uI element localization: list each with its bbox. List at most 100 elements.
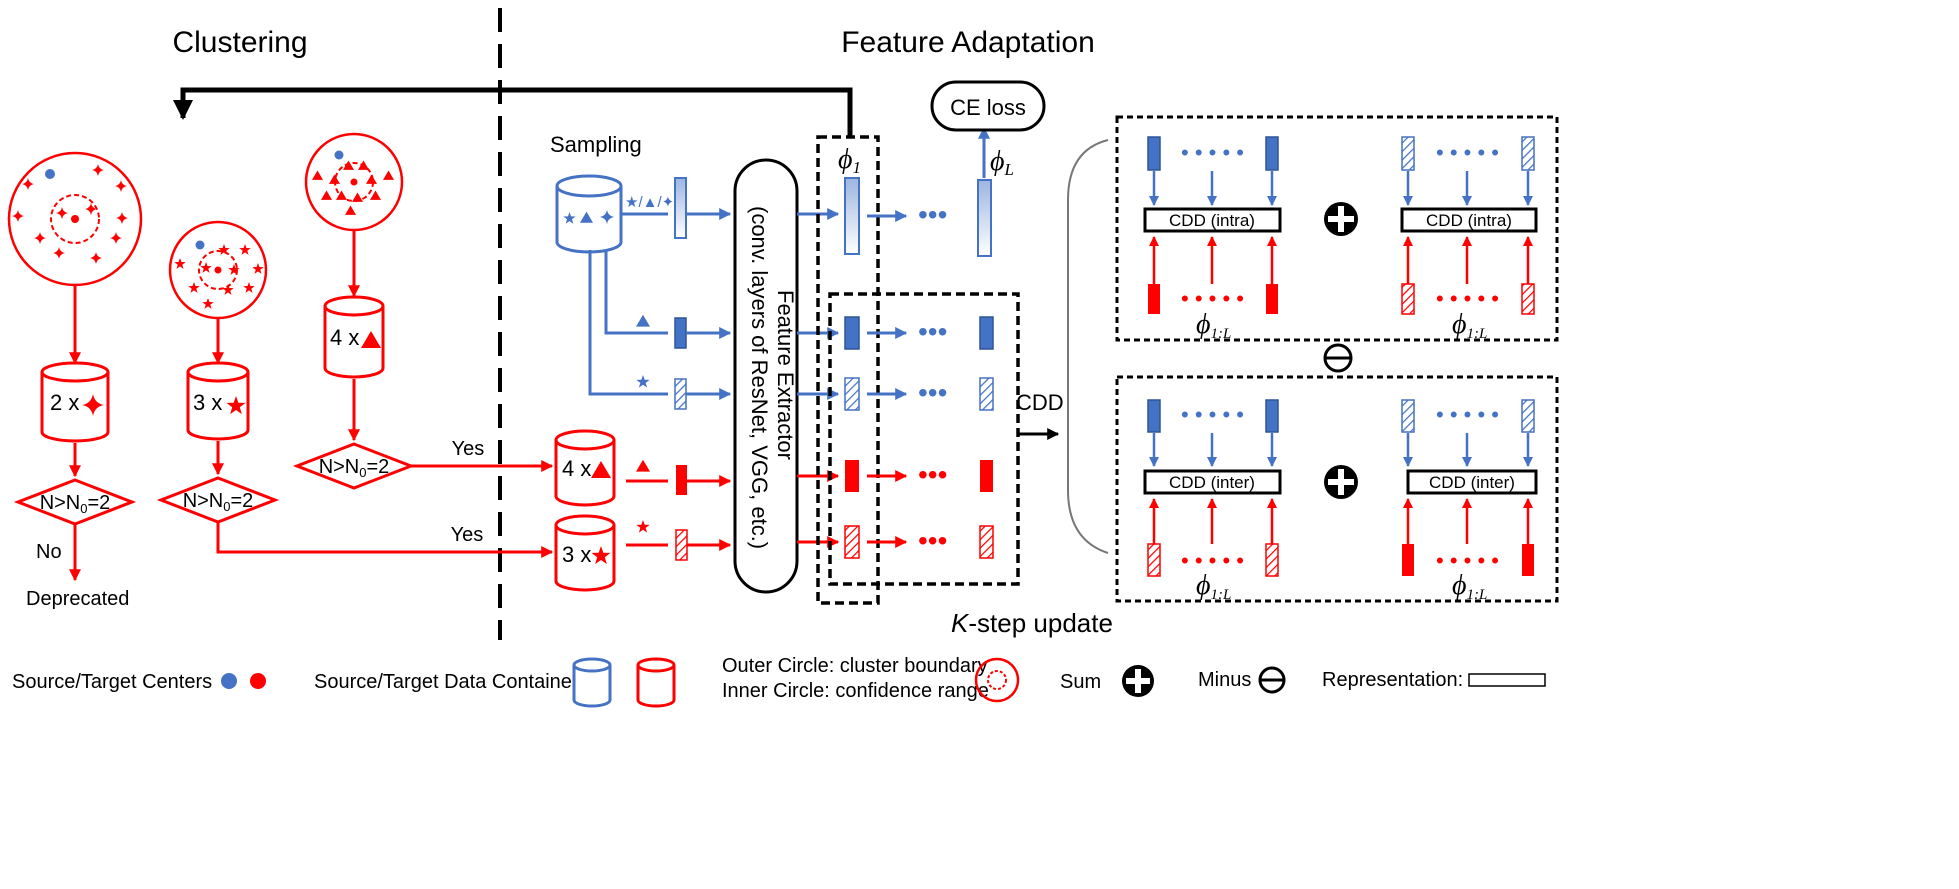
inter-right-block: • • • • • CDD (inter) • • • • • ϕ1:L [1401,399,1538,603]
mixed-shapes-label: ★/▲/✦ [625,194,674,211]
cluster-3-decision-label: N>N0=2 [319,456,390,480]
inter-left-block: • • • • • CDD (inter) • • • • • ϕ1:L [1143,399,1282,603]
cluster-1-container: 2 x [40,361,110,443]
cluster-3-decision [292,442,416,490]
selected-star-count: 3 x [562,542,591,567]
cluster-2-container: 3 x [186,361,250,441]
cluster-2: 3 x N>N0=2 Yes [156,220,554,558]
legend-sum-icon [1122,665,1154,697]
phi1-layer-box [816,135,880,605]
legend-inner-circle-label: Inner Circle: confidence range [722,680,989,702]
svg-text:• • • • •: • • • • • [1436,548,1499,573]
phi-range-label-4: ϕ1:L [1452,570,1487,603]
ce-loss-label: CE loss [950,95,1026,120]
source-center-dot [45,169,55,179]
target-container-star: 3 x [554,514,616,592]
feature-extractor-line2: (conv. layers of ResNet, VGG, etc.) [747,206,772,549]
cdd-inter-group [1115,375,1559,603]
cluster-2-decision-label: N>N0=2 [183,490,254,514]
feature-adaptation-heading: Feature Adaptation [841,26,1095,59]
legend-minus-label: Minus [1198,669,1251,691]
legend-representation-label: Representation: [1322,669,1463,691]
source-center-dot [195,240,205,250]
phi-range-label-3: ϕ1:L [1196,570,1231,603]
legend-source-center-dot [221,673,237,689]
source-triangle-feature [674,317,687,349]
source-mixed-feature [674,177,687,239]
phi1-target-star [844,525,860,559]
feedback-arrow [173,87,853,138]
source-center-dot [334,150,344,160]
phiL-target-triangle [980,460,993,492]
sparkle-points [12,164,128,264]
svg-text:•••: ••• [918,377,947,408]
legend-inner-circle [987,670,1007,690]
target-center-dot [71,215,79,223]
phiL-label: ϕL [990,146,1014,179]
legend-outer-circle-label: Outer Circle: cluster boundary [722,655,988,677]
legend-target-container [636,657,676,708]
target-center-dot [350,178,358,186]
layer-continuation: ••• ••• ••• ••• ••• [867,199,947,556]
inner-circle [50,194,100,244]
feature-extractor [733,158,799,594]
k-step-label: K-step update [951,608,1113,638]
svg-text:•••: ••• [918,199,947,230]
yes-label-1: Yes [452,438,485,460]
svg-text:• • • • •: • • • • • [1181,140,1244,165]
triangle-points [312,160,394,215]
clustering-heading: Clustering [172,26,307,59]
cluster-3: 4 x N>N0=2 Yes [292,132,554,490]
svg-text:•••: ••• [918,316,947,347]
cluster-3-container: 4 x [323,295,385,379]
phi1-mixed-feature [844,177,860,255]
brace [1067,139,1109,554]
source-data-container [555,174,623,254]
phiL-source-triangle [979,316,994,350]
phi-range-label-2: ϕ1:L [1452,309,1487,342]
target-center-dot [214,266,222,274]
cluster-1-decision-label: N>N0=2 [40,492,111,516]
phi1-target-triangle [845,460,859,492]
cdd-inter-right-label: CDD (inter) [1429,473,1515,492]
target-container-triangle: 4 x [554,429,616,507]
legend-minus-icon [1258,666,1286,694]
svg-text:•••: ••• [918,525,947,556]
svg-text:•••: ••• [918,459,947,490]
selected-triangle-count: 4 x [562,456,591,481]
cluster-1-count: 2 x [50,390,79,415]
phiL-source-star [979,377,994,411]
legend-sum-label: Sum [1060,671,1101,693]
legend-target-center-dot [250,673,266,689]
sampling-label: Sampling [550,132,642,157]
minus-icon [1323,343,1353,373]
svg-text:• • • • •: • • • • • [1181,286,1244,311]
phi1-source-star [844,377,860,411]
phiL-mixed-feature [977,179,992,257]
phiL-target-star [979,525,994,559]
phi-range-label-1: ϕ1:L [1196,309,1231,342]
svg-text:• • • • •: • • • • • [1436,286,1499,311]
target-triangle-feature [676,465,687,495]
legend-container-label: Source/Target Data Container [314,671,579,693]
cdd-intra-left-label: CDD (intra) [1169,211,1255,230]
star-points [174,244,264,309]
phi1-label: ϕ1 [838,144,861,177]
deprecated-label: Deprecated [26,588,129,610]
phi1-source-triangle [844,316,860,350]
legend-centers-label: Source/Target Centers [12,671,212,693]
cdd-intra-right-label: CDD (intra) [1426,211,1512,230]
cdd-inter-left-label: CDD (inter) [1169,473,1255,492]
intra-left-block: • • • • • CDD (intra) • • • • • ϕ1:L [1143,136,1282,342]
legend-outer-circle [974,657,1020,703]
legend-source-container [572,657,612,708]
svg-text:• • • • •: • • • • • [1436,402,1499,427]
legend-representation-rect [1468,673,1546,687]
source-star-feature [674,378,687,410]
legend: Source/Target Centers Source/Target Data… [12,655,1546,708]
target-star-feature [675,529,688,561]
cluster-2-count: 3 x [193,390,222,415]
cdd-output-label: CDD [1016,390,1064,415]
ce-loss-box [930,80,1046,132]
